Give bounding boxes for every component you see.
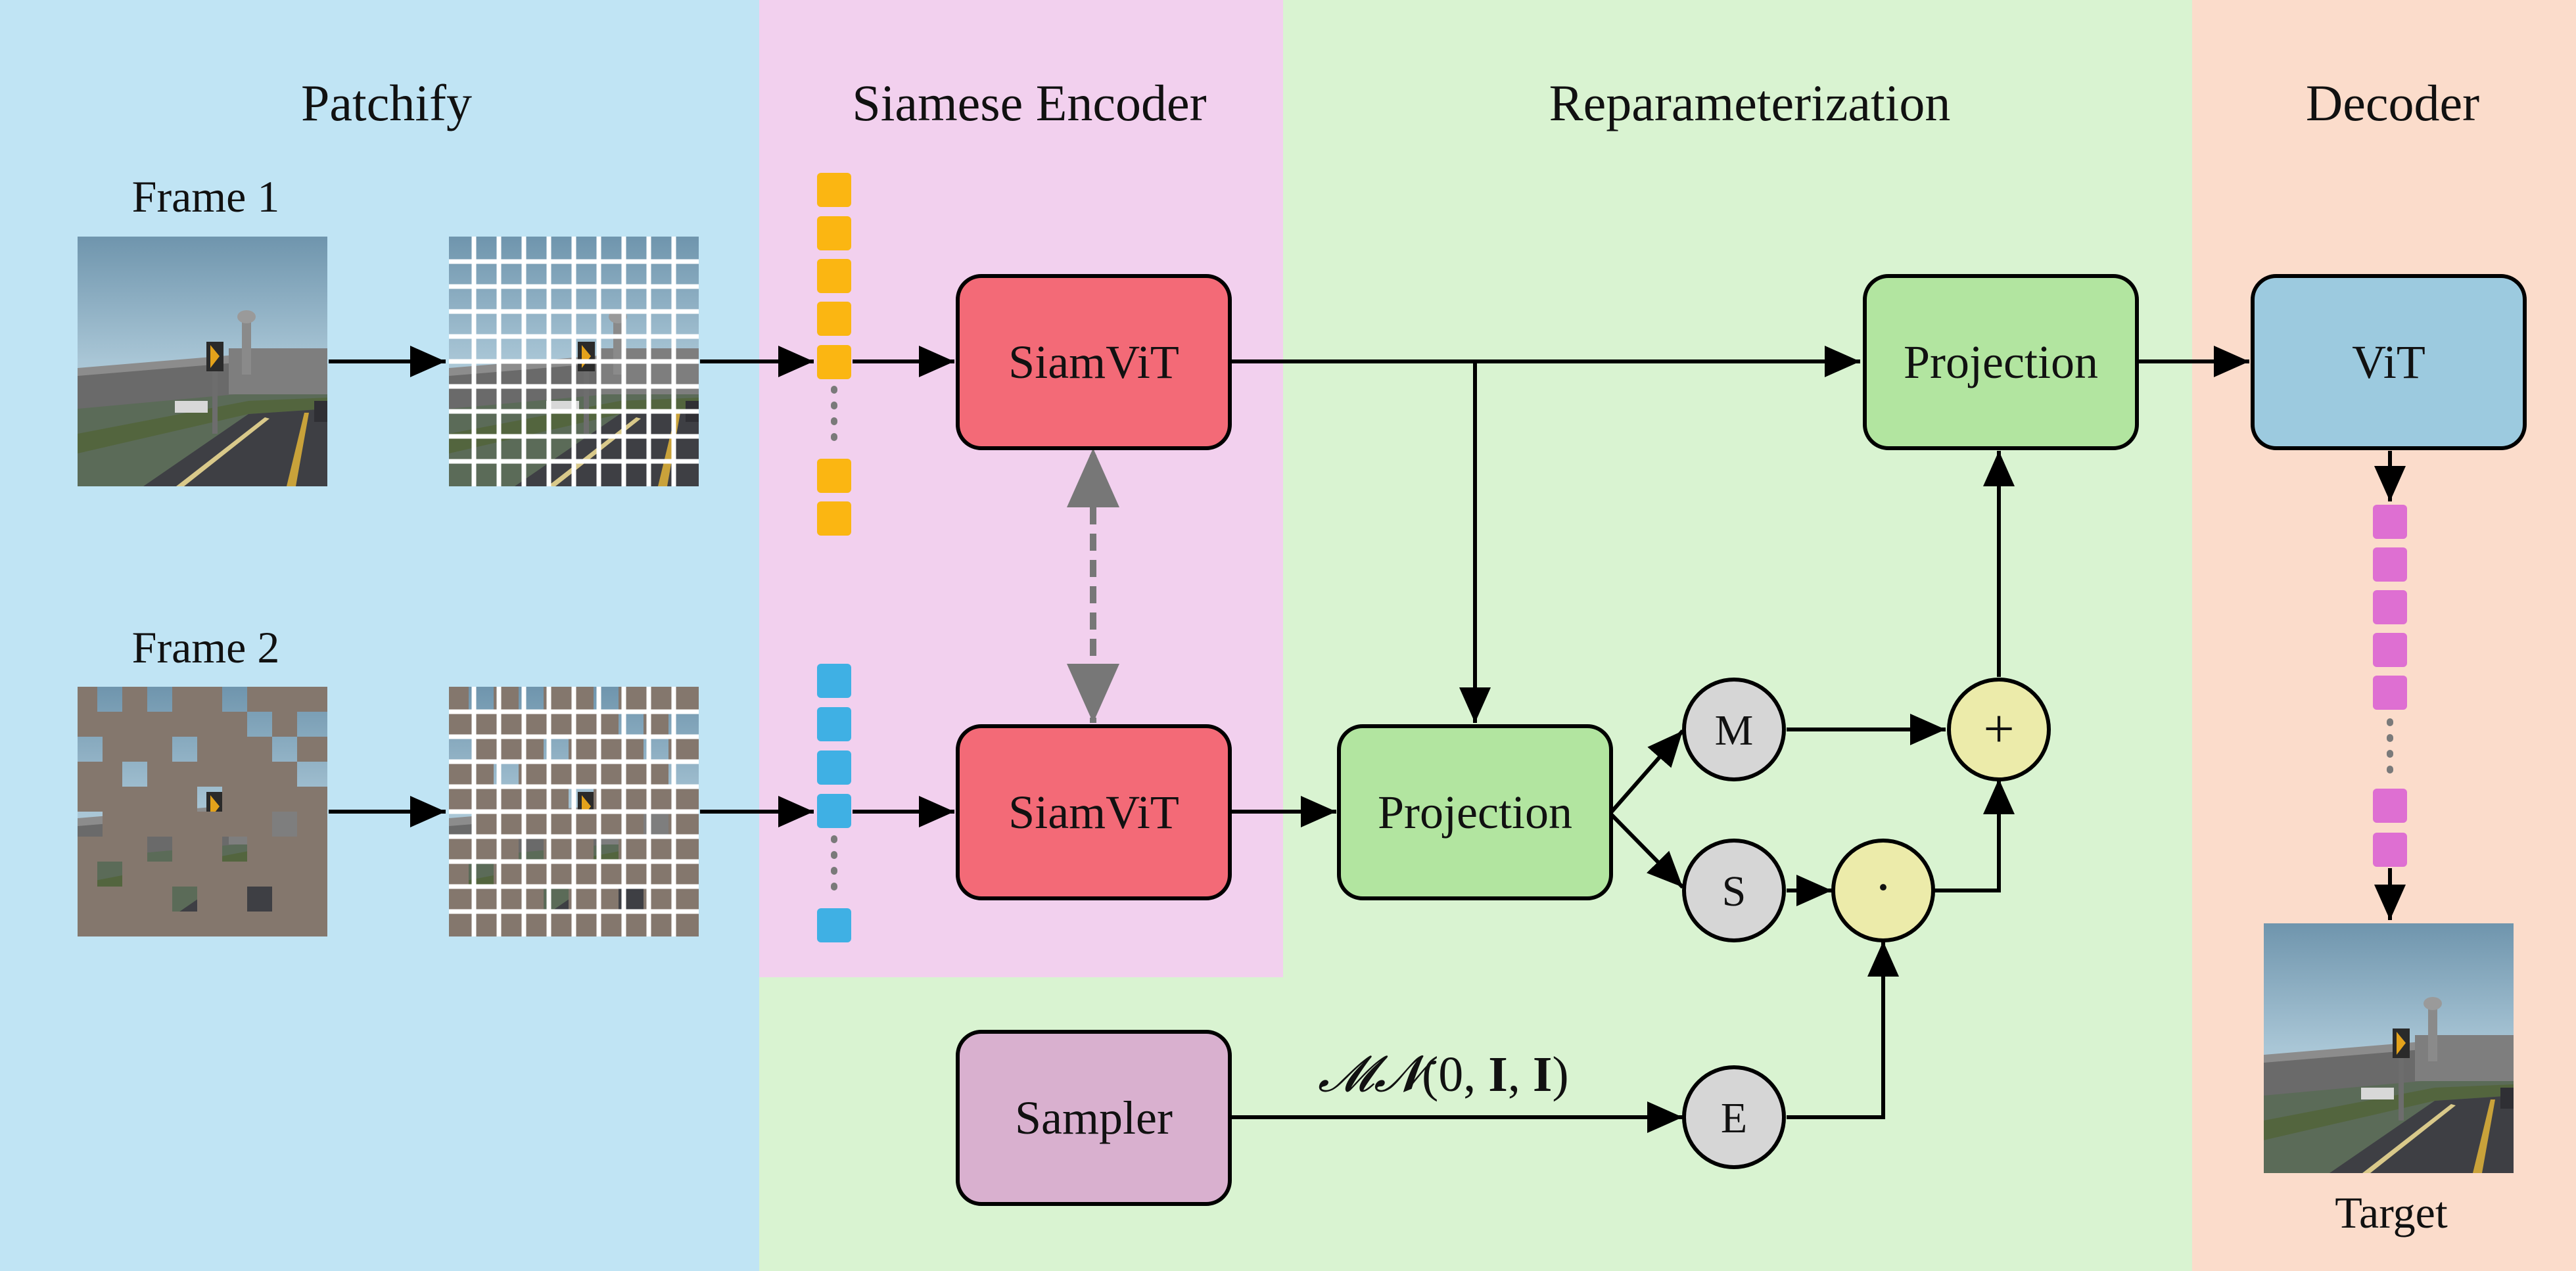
target-image [2264, 923, 2514, 1173]
distribution-formula: 𝓜𝓝(0, I, I) [1318, 1047, 1569, 1102]
frame1-label: Frame 1 [132, 172, 280, 221]
frame1-image [78, 237, 327, 486]
token [817, 216, 851, 250]
token [2373, 590, 2407, 624]
sampler-block: Sampler [956, 1030, 1232, 1206]
formula-identity-2: I [1533, 1047, 1553, 1102]
patchify-panel [0, 0, 759, 1271]
formula-sep: , [1508, 1047, 1533, 1102]
token [2373, 789, 2407, 823]
token [817, 664, 851, 698]
siamvit-block-bottom: SiamViT [956, 724, 1232, 900]
add-label: + [1983, 699, 2014, 760]
eps-node: E [1682, 1065, 1786, 1169]
multiply-node: · [1831, 839, 1935, 942]
std-node: S [1682, 839, 1786, 942]
frame1-patch-grid [449, 237, 699, 486]
arrow-eps-to-mul [1787, 941, 1899, 1119]
eps-label: E [1721, 1094, 1747, 1142]
token [2373, 547, 2407, 582]
token [2373, 505, 2407, 539]
frame2-token-stack [817, 664, 851, 942]
vit-label: ViT [2352, 336, 2425, 388]
siamvit-label: SiamViT [1008, 336, 1179, 388]
sampler-label: Sampler [1015, 1092, 1173, 1144]
frame2-patch-grid [449, 687, 699, 936]
formula-prefix: 𝓜𝓝 [1318, 1047, 1437, 1102]
section-title-decoder: Decoder [2306, 74, 2479, 131]
projection-block-top: Projection [1863, 274, 2139, 450]
token [817, 751, 851, 785]
token [817, 794, 851, 828]
token [2373, 633, 2407, 667]
arrow-mul-to-add [1934, 779, 2015, 892]
add-node: + [1947, 678, 2051, 781]
formula-open: (0, [1422, 1047, 1488, 1102]
frame1-token-stack [817, 173, 851, 536]
formula-close: ) [1552, 1047, 1568, 1102]
frame2-label: Frame 2 [132, 622, 280, 672]
section-title-patchify: Patchify [301, 74, 472, 131]
mean-label: M [1715, 706, 1754, 754]
section-title-siamese-encoder: Siamese Encoder [852, 74, 1206, 131]
formula-identity-1: I [1488, 1047, 1508, 1102]
frame2-masked-image [78, 687, 327, 936]
section-title-reparameterization: Reparameterization [1549, 74, 1951, 131]
token [817, 302, 851, 336]
siamvit-label: SiamViT [1008, 786, 1179, 839]
projection-block-mid: Projection [1337, 724, 1613, 900]
token [2373, 833, 2407, 867]
multiply-label: · [1874, 857, 1892, 918]
token [817, 173, 851, 207]
token [817, 908, 851, 942]
siamvit-block-top: SiamViT [956, 274, 1232, 450]
token [817, 259, 851, 293]
token [817, 345, 851, 379]
token [817, 459, 851, 493]
token [2373, 676, 2407, 710]
std-label: S [1722, 867, 1746, 915]
output-token-stack [2373, 505, 2407, 867]
projection-label: Projection [1904, 336, 2098, 388]
token [817, 707, 851, 741]
mean-node: M [1682, 678, 1786, 781]
projection-label: Projection [1378, 786, 1572, 839]
arrow-projection-to-mean [1610, 729, 1685, 813]
target-label: Target [2335, 1188, 2448, 1237]
arrow-projection-to-std [1610, 813, 1685, 889]
vit-block: ViT [2251, 274, 2527, 450]
token [817, 501, 851, 536]
